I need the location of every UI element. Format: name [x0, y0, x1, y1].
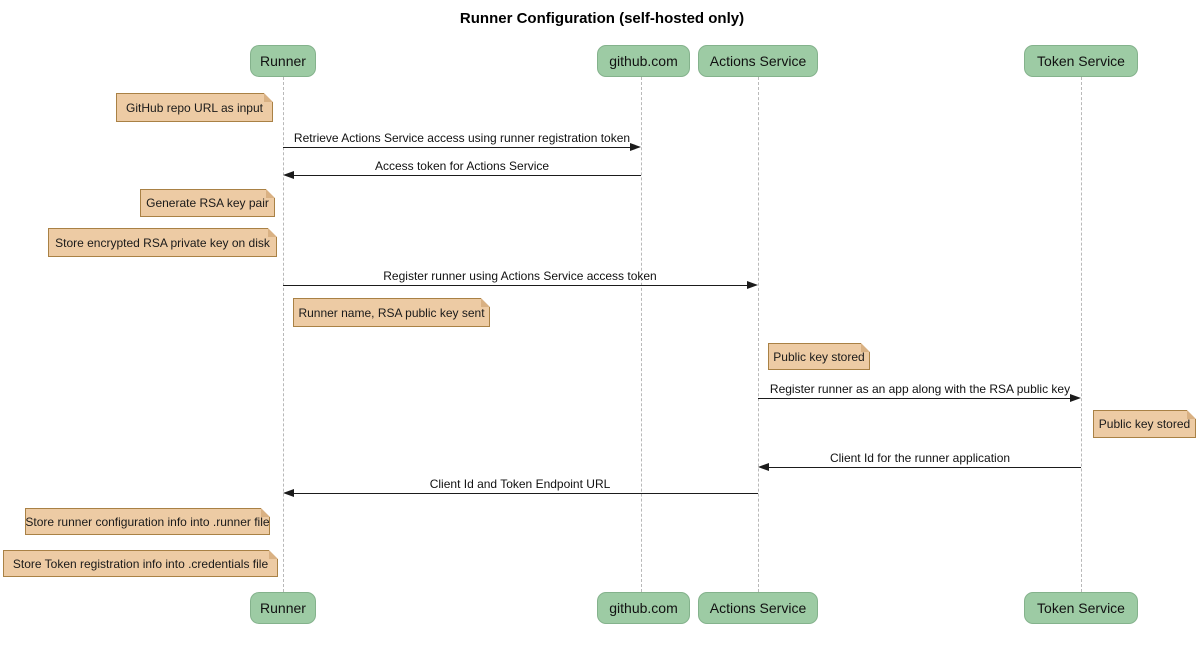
participant-bottom-actions-service: Actions Service — [698, 592, 818, 624]
note-runner-name-public-key-sent: Runner name, RSA public key sent — [293, 298, 490, 327]
message-5-label: Client Id for the runner application — [829, 451, 1011, 465]
message-1-label: Retrieve Actions Service access using ru… — [293, 131, 631, 145]
note-store-runner-file: Store runner configuration info into .ru… — [25, 508, 270, 535]
message-3-line — [283, 285, 747, 286]
note-generate-rsa-key-pair: Generate RSA key pair — [140, 189, 275, 217]
message-3-arrowhead-icon — [747, 281, 758, 289]
message-3-label: Register runner using Actions Service ac… — [383, 269, 657, 283]
participant-top-github: github.com — [597, 45, 690, 77]
message-1-arrowhead-icon — [630, 143, 641, 151]
message-4-arrowhead-icon — [1070, 394, 1081, 402]
lifeline-github — [641, 77, 642, 592]
lifeline-token-service — [1081, 77, 1082, 592]
participant-top-token-service: Token Service — [1024, 45, 1138, 77]
participant-bottom-runner: Runner — [250, 592, 316, 624]
lifeline-runner — [283, 77, 284, 592]
note-public-key-stored-token: Public key stored — [1093, 410, 1196, 438]
note-store-encrypted-private-key: Store encrypted RSA private key on disk — [48, 228, 277, 257]
note-public-key-stored-actions: Public key stored — [768, 343, 870, 370]
participant-bottom-token-service: Token Service — [1024, 592, 1138, 624]
note-store-credentials-file: Store Token registration info into .cred… — [3, 550, 278, 577]
participant-top-actions-service: Actions Service — [698, 45, 818, 77]
message-4-label: Register runner as an app along with the… — [769, 382, 1071, 396]
message-5-arrowhead-icon — [758, 463, 769, 471]
lifeline-actions-service — [758, 77, 759, 592]
message-2-label: Access token for Actions Service — [374, 159, 550, 173]
message-1-line — [283, 147, 630, 148]
participant-top-runner: Runner — [250, 45, 316, 77]
message-6-label: Client Id and Token Endpoint URL — [429, 477, 611, 491]
message-6-line — [294, 493, 758, 494]
diagram-title: Runner Configuration (self-hosted only) — [459, 10, 745, 27]
message-2-arrowhead-icon — [283, 171, 294, 179]
message-5-line — [769, 467, 1081, 468]
message-6-arrowhead-icon — [283, 489, 294, 497]
message-2-line — [294, 175, 641, 176]
note-github-repo-url-input: GitHub repo URL as input — [116, 93, 273, 122]
participant-bottom-github: github.com — [597, 592, 690, 624]
message-4-line — [758, 398, 1070, 399]
